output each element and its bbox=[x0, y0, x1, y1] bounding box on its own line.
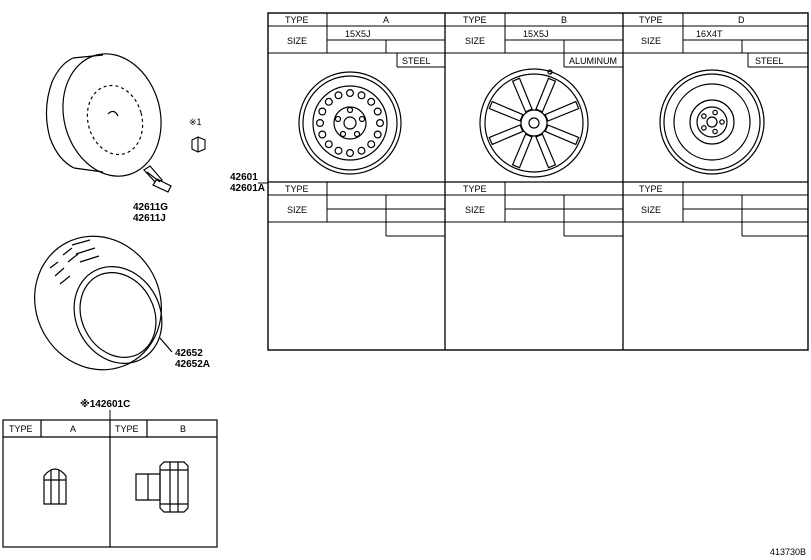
diagram-id: 413730B bbox=[770, 547, 806, 557]
wheel-vent-hole bbox=[318, 107, 327, 116]
wheel-spoke bbox=[544, 100, 580, 122]
lug-nut-type-b-icon bbox=[135, 461, 189, 513]
spare-wheel-icon bbox=[659, 69, 765, 175]
wheel-spoke bbox=[488, 124, 524, 146]
col-d-type-label-2: TYPE bbox=[639, 184, 663, 194]
col-b-size-label: SIZE bbox=[465, 36, 485, 46]
wheel-spoke bbox=[488, 100, 524, 122]
wheel-vent-hole bbox=[701, 113, 707, 119]
col-b-size-label-2: SIZE bbox=[465, 205, 485, 215]
col-a-material: STEEL bbox=[402, 56, 431, 66]
wheel-vent-hole bbox=[346, 88, 355, 97]
nut-col-a-type-value: A bbox=[70, 424, 76, 434]
wheel-vent-hole bbox=[318, 130, 327, 139]
nut-col-a-type-label: TYPE bbox=[9, 424, 33, 434]
wheel-spoke bbox=[544, 124, 580, 146]
col-d-type-label: TYPE bbox=[639, 15, 663, 25]
valve-stem-icon bbox=[143, 165, 172, 193]
steel-wheel-icon bbox=[298, 71, 402, 175]
wheel-spoke bbox=[535, 133, 557, 169]
wheel-vent-hole bbox=[712, 128, 718, 135]
col-d-size-label: SIZE bbox=[641, 36, 661, 46]
wheel-part-b: 42601A bbox=[230, 183, 265, 194]
col-a-size-label-2: SIZE bbox=[287, 205, 307, 215]
wheel-vent-hole bbox=[334, 146, 343, 155]
valve-part-b: 42611J bbox=[133, 213, 166, 224]
wheel-table bbox=[267, 12, 809, 351]
lug-nut-type-a-icon bbox=[43, 468, 67, 505]
wheel-vent-hole bbox=[324, 140, 333, 149]
wheel-vent-hole bbox=[373, 107, 382, 116]
nut-note-label: ※142601C bbox=[80, 398, 130, 410]
wheel-vent-hole bbox=[346, 149, 355, 158]
alloy-wheel-icon bbox=[479, 68, 589, 178]
col-a-type-value: A bbox=[383, 15, 389, 25]
cap-nut-icon bbox=[191, 136, 206, 153]
col-b-type-label: TYPE bbox=[463, 15, 487, 25]
wheel-assembly-side-icon bbox=[45, 53, 162, 177]
wheel-vent-hole bbox=[357, 91, 366, 100]
col-b-type-value: B bbox=[561, 15, 567, 25]
col-d-size-label-2: SIZE bbox=[641, 205, 661, 215]
col-b-material: ALUMINUM bbox=[569, 56, 617, 66]
wheel-vent-hole bbox=[712, 109, 718, 116]
col-a-size-label: SIZE bbox=[287, 36, 307, 46]
wheel-vent-hole bbox=[373, 130, 382, 139]
wheel-spoke bbox=[511, 77, 533, 113]
wheel-vent-hole bbox=[376, 118, 385, 127]
wheel-vent-hole bbox=[719, 119, 725, 125]
wheel-vent-hole bbox=[367, 97, 376, 106]
nut-col-b-type-label: TYPE bbox=[115, 424, 139, 434]
wheel-vent-hole bbox=[316, 118, 325, 127]
wheel-vent-hole bbox=[367, 140, 376, 149]
tire-part-b: 42652A bbox=[175, 359, 210, 370]
wheel-spoke bbox=[511, 133, 533, 169]
col-d-type-value: D bbox=[738, 15, 745, 25]
wheel-vent-hole bbox=[357, 146, 366, 155]
col-b-size-value: 15X5J bbox=[523, 29, 549, 39]
wheel-vent-hole bbox=[324, 97, 333, 106]
col-d-size-value: 16X4T bbox=[696, 29, 723, 39]
tire-part-a: 42652 bbox=[175, 348, 203, 359]
col-d-material: STEEL bbox=[755, 56, 784, 66]
col-a-type-label: TYPE bbox=[285, 15, 309, 25]
wheel-vent-hole bbox=[334, 91, 343, 100]
col-b-type-label-2: TYPE bbox=[463, 184, 487, 194]
cap-note-label: ※1 bbox=[189, 117, 202, 127]
nut-table bbox=[2, 419, 218, 548]
nut-col-b-type-value: B bbox=[180, 424, 186, 434]
valve-part-a: 42611G bbox=[133, 202, 168, 213]
wheel-vent-hole bbox=[701, 125, 707, 131]
col-a-size-value: 15X5J bbox=[345, 29, 371, 39]
tire-icon bbox=[34, 235, 173, 371]
wheel-part-a: 42601 bbox=[230, 172, 258, 183]
col-a-type-label-2: TYPE bbox=[285, 184, 309, 194]
wheel-spoke bbox=[535, 77, 557, 113]
